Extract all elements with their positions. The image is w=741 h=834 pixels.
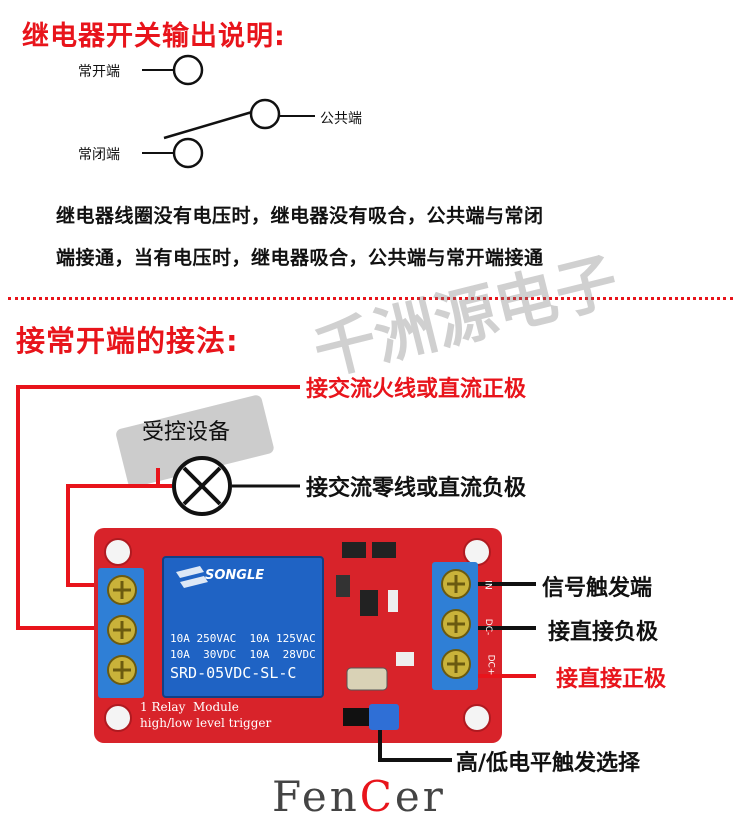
live-wire-label: 接交流火线或直流正极 [306, 377, 527, 402]
no-contact-icon [172, 54, 204, 86]
description-line2: 端接通，当有电压时，继电器吸合，公共端与常开端接通 [56, 247, 544, 269]
relay-component [162, 556, 324, 698]
signal-label: 信号触发端 [542, 576, 653, 601]
mount-hole [463, 704, 491, 732]
jumper-cap [369, 704, 399, 730]
switch-arm [163, 110, 253, 140]
common-contact-icon [249, 98, 281, 130]
live-wire [16, 385, 300, 630]
brand-logo: FenCer [272, 772, 446, 821]
brand-part2: C [359, 772, 395, 821]
pos-label: 接直接正极 [556, 667, 667, 692]
pin-dcp-label: DC+ [485, 654, 496, 676]
device-label: 受控设备 [142, 420, 231, 445]
section1-title: 继电器开关输出说明: [22, 21, 286, 52]
section-divider [8, 297, 733, 300]
pin-in-label: IN [482, 580, 493, 590]
relay-brand: SONGLE [205, 568, 265, 583]
jumper-lead [378, 730, 452, 762]
mount-hole [463, 538, 491, 566]
mount-hole [104, 538, 132, 566]
neutral-wire-label: 接交流零线或直流负极 [306, 476, 527, 501]
no-label: 常开端 [78, 64, 120, 80]
brand-part1: Fen [272, 772, 360, 821]
jumper-label: 高/低电平触发选择 [456, 751, 641, 776]
contact-diagram [142, 54, 315, 169]
section2-title: 接常开端的接法: [16, 324, 239, 358]
mount-hole [104, 704, 132, 732]
description-line1: 继电器线圈没有电压时，继电器没有吸合，公共端与常闭 [56, 205, 544, 227]
nc-contact-icon [172, 137, 204, 169]
relay-spec1: 10A 250VAC 10A 125VAC [170, 632, 316, 645]
relay-model: SRD-05VDC-SL-C [170, 664, 297, 682]
brand-part3: er [394, 772, 446, 821]
pin-dcm-label: DC- [483, 618, 494, 636]
nc-label: 常闭端 [78, 147, 120, 163]
module-line2: high/low level trigger [140, 716, 272, 730]
neg-label: 接直接负极 [548, 620, 659, 645]
common-label: 公共端 [320, 111, 362, 127]
module-line1: 1 Relay Module [140, 700, 239, 714]
relay-spec2: 10A 30VDC 10A 28VDC [170, 648, 316, 661]
neutral-wire [66, 484, 172, 587]
